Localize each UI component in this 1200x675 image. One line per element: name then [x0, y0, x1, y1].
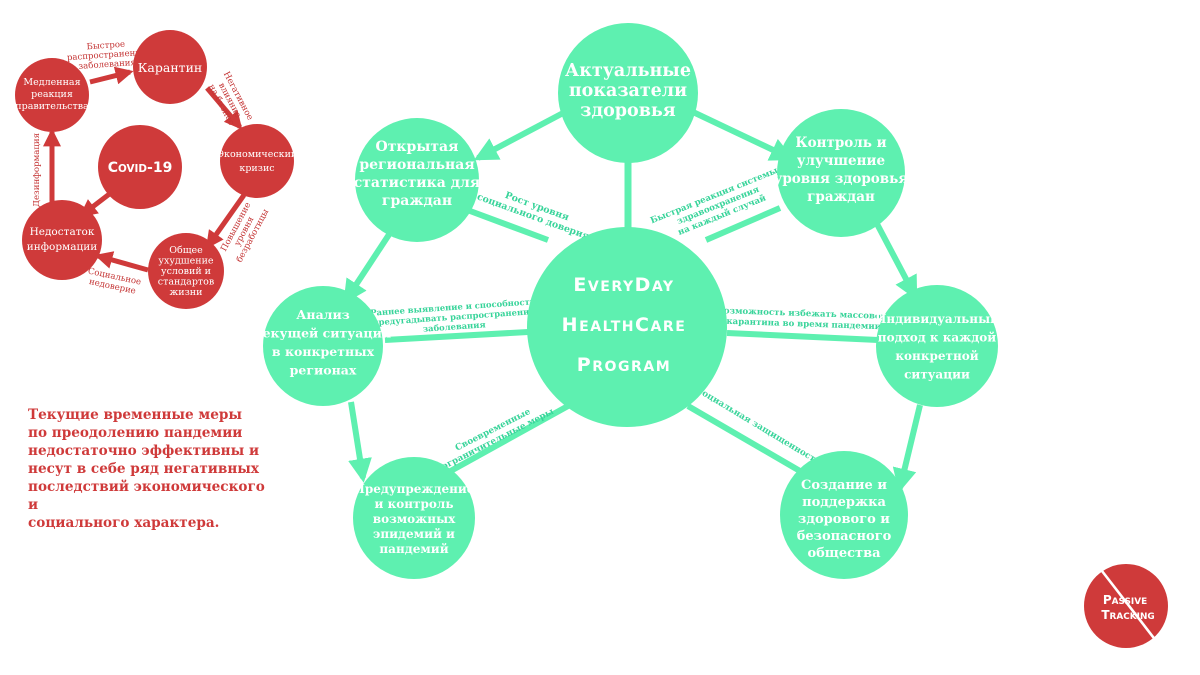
- spoke-society: [686, 403, 814, 481]
- red-label-social-distrust: Социальноенедоверие: [85, 267, 142, 298]
- spoke-label-avoid-quarantine: Возможность избежать массовогокарантина …: [716, 305, 892, 333]
- red-label-fast-spread: Быстроераспространениезаболевания: [66, 38, 147, 72]
- red-label-disinformation: Дезинформация: [32, 133, 42, 207]
- arrow-top-to-control: [691, 109, 795, 161]
- spoke-label-social-protection: Социальная защищенность: [694, 385, 822, 467]
- arrow-open-stats-to-analysis: [343, 228, 395, 305]
- spoke-open-stats: [460, 205, 550, 243]
- arrow-individual-to-society: [892, 404, 923, 493]
- red-label-business-impact: Негативноевлияниена бизнес: [204, 70, 255, 131]
- spoke-prevention: [436, 403, 570, 481]
- badge-line-1: PASSIVE: [1103, 593, 1147, 607]
- spoke-label-timely-measures: Своевременныеограничительные меры: [435, 397, 555, 472]
- note-text: Текущие временные меры по преодолению па…: [28, 407, 265, 531]
- spoke-control: [704, 205, 782, 243]
- arrow-analysis-to-prevention: [348, 401, 372, 483]
- red-label-unemployment: Повышениеуровнябезработицы: [218, 199, 271, 265]
- arrow-control-to-individual: [873, 220, 918, 301]
- arrow-top-to-open-stats: [473, 109, 567, 161]
- red-node-covid[interactable]: COVID-19: [98, 125, 182, 209]
- spoke-analysis: [384, 329, 529, 343]
- red-node-quarantine[interactable]: Карантин: [133, 30, 207, 104]
- passive-tracking-badge[interactable]: PASSIVE TRACKING: [1084, 564, 1168, 648]
- red-arrow-slow-to-quarantine: [89, 66, 134, 85]
- red-arrow-living-to-info: [94, 251, 149, 273]
- red-arrow-crisis-to-living: [205, 193, 247, 249]
- no-entry-slash-icon: [1100, 569, 1162, 648]
- red-arrow-quarantine-to-crisis: [205, 86, 243, 130]
- green-connectors: [343, 109, 923, 493]
- covid-title: COVID-19: [108, 160, 173, 176]
- red-node-quarantine-label: Карантин: [138, 60, 203, 75]
- spoke-individual: [726, 330, 879, 343]
